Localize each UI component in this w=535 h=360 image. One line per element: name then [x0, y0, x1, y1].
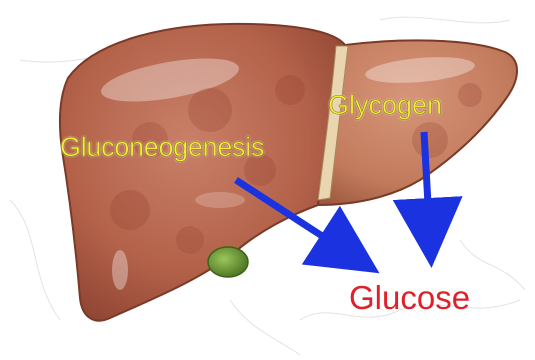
glycogen-label: Glycogen — [328, 92, 442, 119]
glucose-label: Glucose — [349, 281, 470, 314]
gallbladder-icon — [208, 247, 248, 277]
gluconeogenesis-label: Gluconeogenesis — [60, 134, 264, 161]
